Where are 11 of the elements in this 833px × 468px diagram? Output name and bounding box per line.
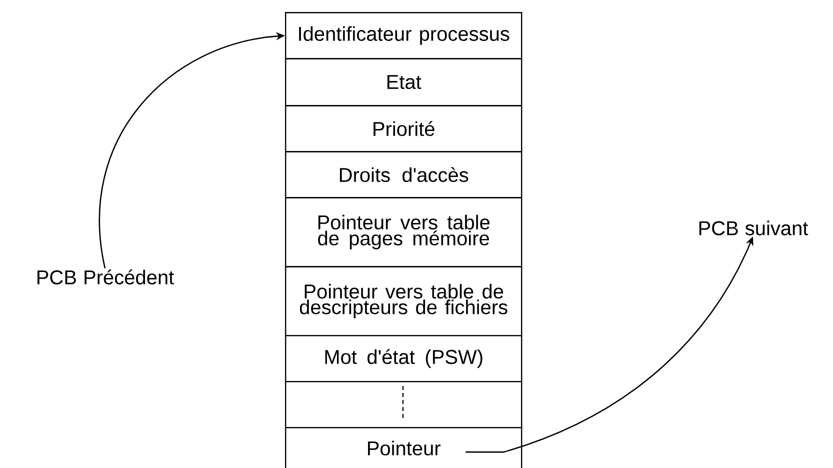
table-row: Pointeur vers table de descripteurs de fichiers (285, 266, 522, 336)
table-row: Mot d'état (PSW) (285, 334, 522, 382)
table-row: Droits d'accès (285, 151, 522, 198)
pcb-label: PCB suivant (699, 220, 808, 236)
table-row: Identificateur processus (285, 12, 522, 60)
table-row: Etat (285, 58, 522, 106)
empty-row (285, 380, 522, 428)
table-row: Pointeur vers table de pages mémoire (285, 197, 522, 268)
table-row: Priorité (285, 105, 522, 152)
pcb-label: PCB Précédent (38, 270, 174, 284)
table-row: Pointeur (285, 426, 522, 468)
